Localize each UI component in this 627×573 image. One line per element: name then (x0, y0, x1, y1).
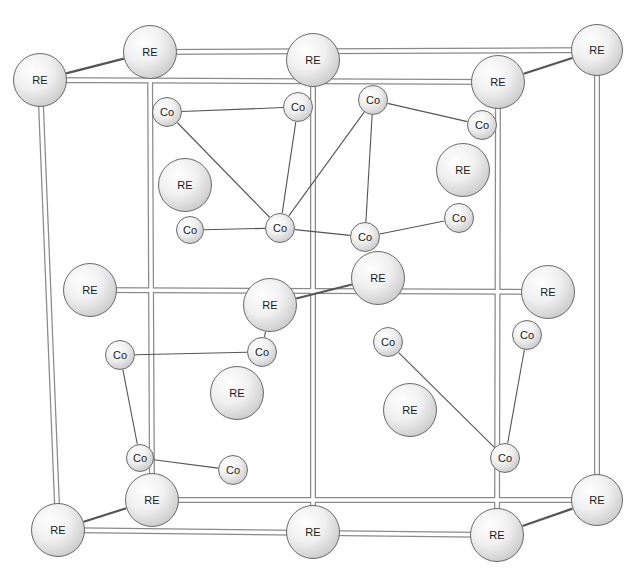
atom-label: RE (455, 165, 470, 176)
atom-label: RE (490, 77, 505, 88)
bond-line (154, 460, 218, 468)
atom-sphere: RE (63, 263, 117, 317)
atom-label: RE (589, 45, 604, 56)
atom-label: Co (291, 102, 305, 113)
atom-sphere: Co (358, 85, 388, 115)
bond-line (66, 59, 124, 74)
atom-label: Co (160, 107, 174, 118)
atom-label: RE (229, 388, 244, 399)
atom-label: Co (133, 453, 147, 464)
bond-line (204, 228, 265, 229)
atom-label: Co (273, 223, 287, 234)
atom-label: Co (183, 225, 197, 236)
atom-sphere: Co (105, 340, 135, 370)
atom-label: Co (226, 465, 240, 476)
atom-sphere: Co (283, 92, 313, 122)
atom-label: Co (520, 330, 534, 341)
atom-label: RE (489, 530, 504, 541)
atom-sphere: RE (158, 158, 212, 212)
bond-line (295, 230, 350, 236)
atom-label: Co (498, 453, 512, 464)
atom-sphere: RE (383, 383, 437, 437)
atom-label: RE (305, 55, 320, 66)
atom-sphere: RE (286, 505, 340, 559)
bond-line (524, 58, 573, 74)
atom-sphere: RE (125, 473, 179, 527)
atom-sphere: Co (512, 320, 542, 350)
atom-sphere: RE (571, 24, 623, 76)
atom-sphere: RE (123, 25, 177, 79)
bond-line (182, 108, 283, 112)
bond-line (380, 221, 445, 234)
bond-line (289, 112, 364, 216)
atom-label: RE (262, 300, 277, 311)
bond-line (282, 122, 296, 213)
atom-label: RE (142, 47, 157, 58)
atom-sphere: RE (521, 265, 575, 319)
atom-label: RE (370, 273, 385, 284)
atom-sphere: Co (247, 337, 277, 367)
atom-sphere: RE (436, 143, 490, 197)
atom-sphere: Co (218, 455, 248, 485)
atom-label: Co (113, 350, 127, 361)
atom-sphere: Co (373, 327, 403, 357)
atom-label: RE (589, 495, 604, 506)
atom-sphere: RE (243, 278, 297, 332)
atom-label: Co (452, 213, 466, 224)
atom-sphere: Co (265, 213, 295, 243)
atom-label: RE (50, 525, 65, 536)
atom-sphere: Co (490, 443, 520, 473)
bond-line (522, 509, 572, 526)
atom-label: RE (32, 75, 47, 86)
bond-line (366, 115, 372, 222)
atom-sphere: RE (13, 53, 67, 107)
bond-line (135, 352, 247, 354)
bond-line (123, 370, 137, 445)
atom-sphere: RE (571, 474, 623, 526)
atom-sphere: RE (210, 366, 264, 420)
atom-label: RE (82, 285, 97, 296)
atom-label: Co (255, 347, 269, 358)
atom-sphere: Co (467, 110, 497, 140)
atom-sphere: Co (350, 222, 380, 252)
atom-sphere: RE (470, 508, 524, 562)
atom-sphere: RE (31, 503, 85, 557)
atom-label: Co (358, 232, 372, 243)
atom-label: RE (402, 405, 417, 416)
bond-line (388, 103, 468, 121)
atom-label: RE (540, 287, 555, 298)
atom-label: Co (475, 120, 489, 131)
atom-sphere: Co (176, 216, 204, 244)
atom-sphere: RE (286, 33, 340, 87)
atom-label: Co (381, 337, 395, 348)
bond-line (84, 508, 127, 522)
atom-sphere: RE (351, 251, 405, 305)
atom-sphere: Co (444, 203, 474, 233)
atom-label: RE (305, 527, 320, 538)
atom-label: RE (144, 495, 159, 506)
atom-label: RE (177, 180, 192, 191)
atom-label: Co (366, 95, 380, 106)
bond-line (296, 285, 352, 299)
atom-sphere: Co (126, 444, 154, 472)
atom-sphere: RE (471, 55, 525, 109)
atom-sphere: Co (152, 97, 182, 127)
bond-line (508, 350, 525, 443)
